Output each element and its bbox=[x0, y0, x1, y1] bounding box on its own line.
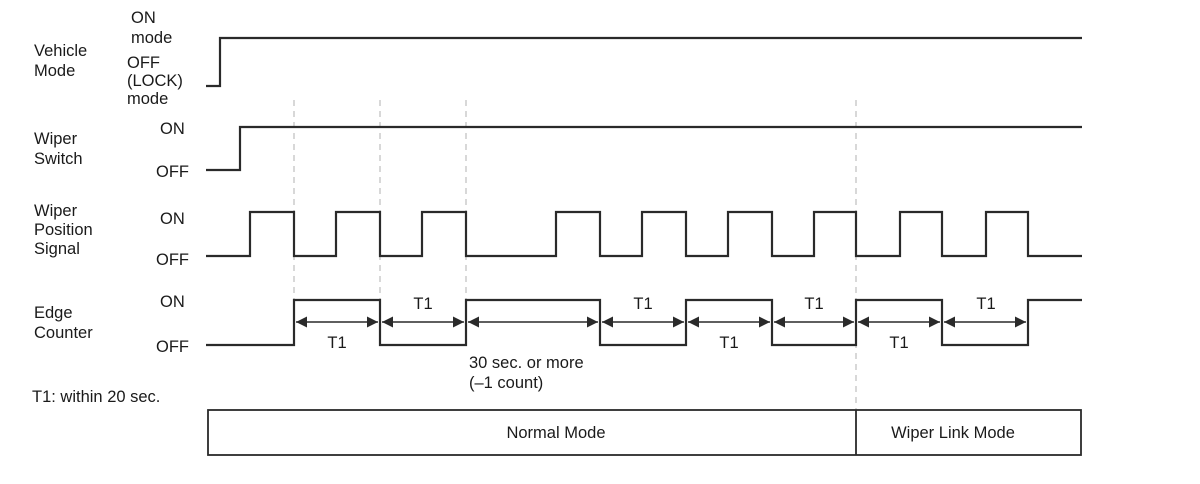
wiper-position-off-label: OFF bbox=[156, 251, 189, 269]
edge-counter-row: Edge Counter ON OFF T1 T1 T1 T1 T1 T1 T1 bbox=[34, 293, 1082, 392]
interval-label-t1: T1 bbox=[327, 334, 346, 352]
edge-counter-off-label: OFF bbox=[156, 338, 189, 356]
wiper-switch-on-label: ON bbox=[160, 120, 185, 138]
wiper-link-mode-label: Wiper Link Mode bbox=[891, 424, 1015, 442]
mode-bar: Normal Mode Wiper Link Mode bbox=[207, 409, 1082, 456]
interval-label-t1: T1 bbox=[413, 295, 432, 313]
wiper-position-waveform bbox=[206, 210, 1082, 258]
vehicle-mode-name-line: Vehicle bbox=[34, 42, 87, 60]
wiper-switch-waveform bbox=[206, 125, 1082, 172]
vehicle-mode-off-label-line: OFF bbox=[127, 54, 160, 72]
wiper-switch-name-line: Wiper bbox=[34, 130, 78, 148]
vehicle-mode-row: Vehicle Mode ON mode OFF (LOCK) mode bbox=[34, 9, 1082, 108]
wiper-position-name-line: Wiper bbox=[34, 202, 78, 220]
vehicle-mode-on-label-line: mode bbox=[131, 29, 172, 47]
wiper-position-name-line: Position bbox=[34, 221, 93, 239]
vehicle-mode-on-label: ON mode bbox=[131, 9, 172, 47]
edge-counter-on-label: ON bbox=[160, 293, 185, 311]
vehicle-mode-name: Vehicle Mode bbox=[34, 42, 92, 80]
normal-mode-label: Normal Mode bbox=[506, 424, 605, 442]
interval-labels: T1 T1 T1 T1 T1 T1 T1 bbox=[327, 295, 995, 352]
interval-label-t1: T1 bbox=[889, 334, 908, 352]
mode-bar-frame bbox=[207, 409, 1082, 456]
wiper-position-name-line: Signal bbox=[34, 240, 80, 258]
edge-counter-name-line: Counter bbox=[34, 324, 93, 342]
wiper-switch-name: Wiper Switch bbox=[34, 130, 83, 168]
vehicle-mode-off-label-line: mode bbox=[127, 90, 168, 108]
edge-counter-name: Edge Counter bbox=[34, 304, 93, 342]
vehicle-mode-waveform bbox=[206, 36, 1082, 88]
long-interval-label-line: 30 sec. or more bbox=[469, 354, 584, 372]
interval-label-t1: T1 bbox=[719, 334, 738, 352]
wiper-switch-off-label: OFF bbox=[156, 163, 189, 181]
long-interval-label: 30 sec. or more (–1 count) bbox=[469, 354, 588, 392]
wiper-position-on-label: ON bbox=[160, 210, 185, 228]
t1-note: T1: within 20 sec. bbox=[32, 388, 160, 406]
interval-label-t1: T1 bbox=[633, 295, 652, 313]
vehicle-mode-off-label-line: (LOCK) bbox=[127, 72, 183, 90]
interval-label-t1: T1 bbox=[804, 295, 823, 313]
wiper-position-name: Wiper Position Signal bbox=[34, 202, 97, 258]
vehicle-mode-off-label: OFF (LOCK) mode bbox=[127, 54, 188, 108]
wiper-switch-name-line: Switch bbox=[34, 150, 83, 168]
vehicle-mode-on-label-line: ON bbox=[131, 9, 156, 27]
wiper-switch-row: Wiper Switch ON OFF bbox=[34, 120, 1082, 181]
edge-counter-waveform bbox=[206, 298, 1082, 347]
edge-counter-name-line: Edge bbox=[34, 304, 73, 322]
vehicle-mode-name-line: Mode bbox=[34, 62, 75, 80]
long-interval-label-line: (–1 count) bbox=[469, 374, 543, 392]
interval-label-t1: T1 bbox=[976, 295, 995, 313]
wiper-position-row: Wiper Position Signal ON OFF bbox=[34, 202, 1082, 269]
